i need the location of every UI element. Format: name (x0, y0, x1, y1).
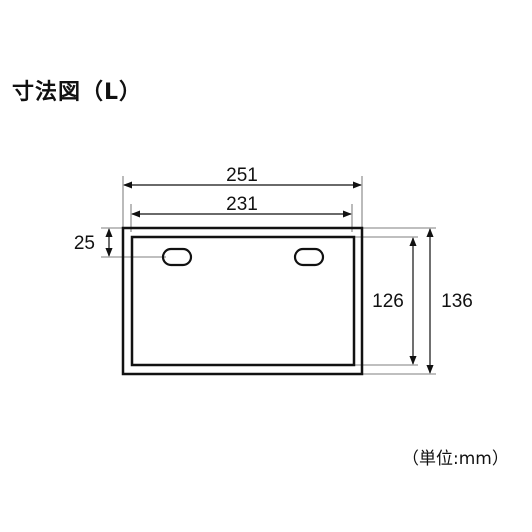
outer-height-label: 136 (441, 291, 473, 312)
hole-offset-label: 25 (74, 233, 95, 254)
page-title: 寸法図（L） (12, 80, 143, 105)
inner-frame (130, 235, 356, 367)
unit-note: （単位:mm） (402, 449, 509, 469)
mounting-hole-left (161, 247, 193, 267)
inner-height-label: 126 (372, 291, 404, 312)
inner-width-label: 231 (226, 194, 258, 215)
outer-width-label: 251 (226, 165, 258, 186)
mounting-hole-right (293, 247, 325, 267)
outer-frame (121, 226, 364, 376)
